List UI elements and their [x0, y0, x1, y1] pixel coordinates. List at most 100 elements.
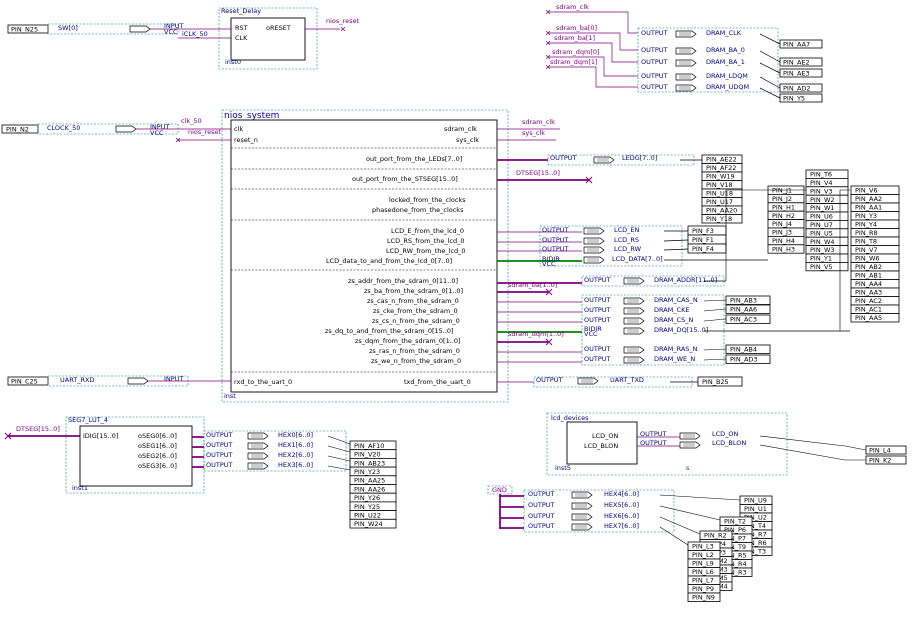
pin-box[interactable] — [850, 313, 900, 323]
pin-label: PIN_U22 — [354, 512, 381, 520]
sys-clk-out-label: sys_clk — [522, 129, 545, 137]
lcd-rw-type: OUTPUT — [542, 245, 569, 253]
lcd-en-type: OUTPUT — [542, 226, 569, 234]
sdram-dqm1-wire-label: sdram_dqm[1] — [550, 58, 598, 66]
pin-label: PIN_U5 — [810, 229, 833, 237]
hex1-type: OUTPUT — [206, 441, 233, 449]
nios-out-steg-port: out_port_from_the_STSEG[15..0] — [352, 175, 458, 183]
pin-label: PIN_U7 — [810, 221, 833, 229]
pin-box[interactable] — [805, 261, 849, 272]
clock50-vcc-label: VCC — [150, 129, 164, 137]
reset-delay-inst: inst0 — [225, 58, 241, 66]
clk50-wire-label: clk_50 — [181, 117, 202, 125]
nios-zs-cke-port: zs_cke_from_the_sdram_0 — [373, 307, 458, 315]
pin-label: PIN_AA5 — [855, 314, 882, 322]
dram-ba0-output: DRAM_BA_0 — [706, 46, 745, 54]
nios-zs-ras-port: zs_ras_n_from_the_sdram_0 — [369, 347, 460, 355]
nios-lcd-rw-port: LCD_RW_from_the_lcd_0 — [386, 247, 466, 255]
pin-n2-label: PIN_N2 — [6, 126, 29, 134]
pin-box[interactable] — [767, 244, 805, 254]
pin-label: PIN_AB4 — [730, 346, 757, 354]
pin-label: PIN_AC3 — [730, 316, 757, 324]
dram-dq-vcc: VCC — [584, 330, 598, 338]
reset-delay-clk-port: CLK — [235, 34, 248, 42]
hex7-type: OUTPUT — [528, 522, 555, 530]
pin-label: PIN_R8 — [855, 229, 878, 237]
pin-ae2-box[interactable] — [779, 57, 823, 67]
pin-label: PIN_R7 — [744, 531, 767, 539]
hex4-type: OUTPUT — [528, 490, 555, 498]
pin-label: PIN_W24 — [354, 520, 383, 528]
pin-y5-box[interactable] — [779, 93, 823, 103]
pin-n25-label: PIN_N25 — [11, 26, 38, 34]
seg7-lut-title: SEG7_LUT_4 — [68, 416, 108, 424]
nios-phasedone-port: phasedone_from_the_clocks — [372, 206, 464, 214]
pin-b25-label: PIN_B25 — [702, 378, 729, 386]
sdram-ba1-wire-label: sdram_ba[1] — [554, 34, 595, 42]
pin-l4-box[interactable] — [865, 445, 907, 455]
pin-ae3-box[interactable] — [779, 68, 823, 78]
pin-label: PIN_L3 — [692, 543, 714, 551]
hex3-type: OUTPUT — [206, 461, 233, 469]
hex6-output: HEX6[6..0] — [604, 512, 639, 520]
nios-zs-dq-port: zs_dq_to_and_from_the_sdram_0[15..0] — [325, 327, 454, 335]
pin-label: PIN_AA1 — [855, 204, 882, 212]
hex-gnd-group: GND OUTPUT HEX4[6..0] OUTPUT HEX5[6..0] … — [487, 485, 773, 602]
uart-txd-type: OUTPUT — [536, 376, 563, 384]
pin-box[interactable] — [725, 344, 771, 354]
pin-label: PIN_AF22 — [706, 164, 736, 172]
pin-aa7-box[interactable] — [779, 39, 823, 49]
pin-box[interactable] — [725, 304, 771, 314]
reset-delay-block[interactable]: Reset_Delay RST CLK oRESET inst0 nios_re… — [218, 7, 359, 70]
pin-box[interactable] — [725, 354, 771, 364]
pin-label: PIN_R3 — [724, 569, 747, 577]
nios-inst-label: inst — [224, 392, 236, 400]
pin-box[interactable] — [701, 214, 743, 224]
dram-cke-output: DRAM_CKE — [654, 306, 689, 314]
pin-label: PIN_T8 — [855, 238, 877, 246]
dram-clk-output: DRAM_CLK — [706, 29, 742, 37]
nios-zs-ba-port: zs_ba_from_the_sdram_0[1..0] — [364, 287, 463, 295]
reset-delay-title: Reset_Delay — [221, 7, 261, 15]
clock50-signal: CLOCK_50 — [47, 124, 80, 132]
nios-rxd-port: rxd_to_the_uart_0 — [234, 378, 292, 386]
pin-label: PIN_F1 — [692, 236, 714, 244]
nios-zs-cas-port: zs_cas_n_from_the_sdram_0 — [367, 297, 459, 305]
lcd-devices-block[interactable]: lcd_devices LCD_ON LCD_BLON inst5 s OUTP… — [546, 412, 907, 476]
dram-we-output: DRAM_WE_N — [654, 355, 695, 363]
nios-system-block[interactable]: nios_system inst clk reset_n sdram_clk s… — [221, 109, 509, 403]
pin-box[interactable] — [349, 518, 397, 529]
sw0-signal: SW[0] — [58, 24, 78, 32]
dram-cs-output: DRAM_CS_N — [654, 316, 693, 324]
pin-k2-label: PIN_K2 — [869, 457, 891, 465]
lcd-on-port: LCD_ON — [592, 432, 619, 440]
seg7-lut-block[interactable]: DTSEG[15..0] SEG7_LUT_4 iDIG[15..0] oSEG… — [4, 416, 397, 529]
pin-label: PIN_AB3 — [730, 297, 757, 305]
sdram-ba-wire-label: sdram_ba[1..0] — [508, 281, 557, 289]
sw0-vcc-label: VCC — [164, 28, 178, 36]
lcd-blon-type: OUTPUT — [640, 439, 667, 447]
pin-label: PIN_AA6 — [730, 306, 757, 314]
nios-reset-in-label: nios_reset — [188, 128, 221, 136]
pin-box[interactable] — [725, 295, 771, 305]
nios-out-leds-port: out_port_from_the_LEDs[7..0] — [366, 155, 462, 163]
dram-ras-output: DRAM_RAS_N — [654, 345, 698, 353]
pin-box[interactable] — [725, 314, 771, 324]
sdram-top-output-2-type: OUTPUT — [641, 58, 668, 66]
hex2-output: HEX2[6..0] — [278, 451, 313, 459]
pin-box[interactable] — [687, 592, 721, 602]
lcd-data-vcc: VCC — [542, 260, 556, 268]
nios-sdram-clk-port: sdram_clk — [444, 125, 477, 133]
hex7-output: HEX7[6..0] — [604, 522, 639, 530]
sdram-top-output-0-type: OUTPUT — [641, 29, 668, 37]
dram-dq-type: BIDIR — [584, 325, 602, 333]
lcd-rs-output: LCD_RS — [614, 236, 639, 244]
pin-k2-box[interactable] — [865, 455, 907, 465]
pin-wire — [703, 348, 727, 351]
pin-label: PIN_T9 — [724, 543, 746, 551]
pin-ad2-box[interactable] — [779, 83, 823, 93]
dram-cas-output: DRAM_CAS_N — [654, 296, 698, 304]
dtseg-out-label: DTSEG[15..0] — [516, 169, 560, 177]
pin-b25-box[interactable] — [697, 376, 743, 387]
pin-label: PIN_J3 — [772, 229, 792, 237]
